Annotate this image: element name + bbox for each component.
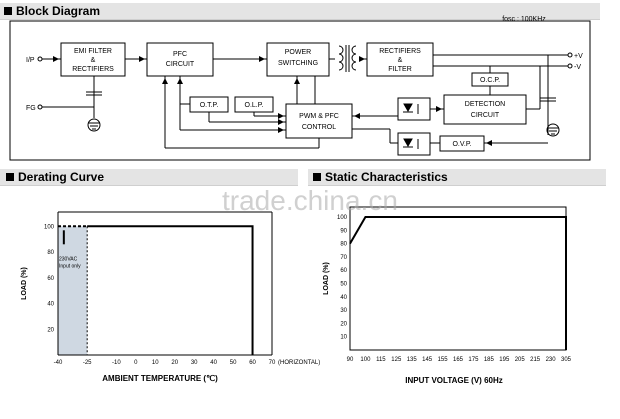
static-y-tick: 90 — [340, 228, 347, 234]
static-x-tick: 135 — [407, 357, 418, 363]
static-x-tick: 305 — [561, 357, 572, 363]
derating-x-label: AMBIENT TEMPERATURE (℃) — [102, 374, 218, 383]
emi-line1: EMI FILTER — [74, 48, 112, 55]
derating-y-tick: 60 — [47, 276, 54, 282]
static-x-tick: 230 — [546, 357, 557, 363]
detect-line2: CIRCUIT — [471, 112, 500, 119]
derating-curve — [87, 225, 254, 355]
static-x-tick: 185 — [484, 357, 495, 363]
static-bullet — [313, 173, 321, 181]
static-x-tick: 125 — [391, 357, 402, 363]
derating-x-tick: 30 — [191, 360, 198, 366]
derating-title: Derating Curve — [18, 170, 105, 184]
static-y-tick: 30 — [340, 308, 347, 314]
derating-header — [0, 169, 298, 186]
ocp-label: O.C.P. — [480, 77, 500, 84]
rect-line2: & — [398, 57, 403, 64]
derating-x-tick: 10 — [152, 360, 159, 366]
rect-line1: RECTIFIERS — [379, 48, 421, 55]
ip-label: I/P — [26, 57, 35, 64]
block-diagram-header — [0, 3, 600, 20]
derating-annotation-line2: Input only — [59, 263, 81, 269]
static-header — [308, 169, 606, 186]
emi-line2: & — [91, 57, 96, 64]
olp-label: O.L.P. — [245, 102, 264, 109]
pwm-line2: CONTROL — [302, 124, 336, 131]
static-y-tick: 100 — [337, 215, 348, 221]
pwm-line1: PWM & PFC — [299, 113, 339, 120]
detect-line1: DETECTION — [465, 101, 505, 108]
derating-x-tick: 70 — [269, 360, 276, 366]
static-y-tick: 20 — [340, 321, 347, 327]
static-x-tick: 165 — [453, 357, 464, 363]
static-x-tick: 90 — [347, 357, 354, 363]
vminus-label: -V — [574, 64, 581, 71]
derating-y-tick: 20 — [47, 327, 54, 333]
derating-x-tick: 0 — [134, 360, 138, 366]
derating-shaded-area — [58, 226, 88, 355]
derating-x-tick: 40 — [210, 360, 217, 366]
optocoupler-bottom — [397, 132, 431, 156]
derating-y-tick: 100 — [44, 224, 55, 230]
static-y-tick: 50 — [340, 282, 347, 288]
derating-x-tick: 20 — [171, 360, 178, 366]
static-y-tick: 70 — [340, 255, 347, 261]
pfc-line2: CIRCUIT — [166, 61, 195, 68]
derating-y-label: LOAD (%) — [21, 267, 28, 300]
derating-annotation-line1: 230VAC — [59, 256, 78, 262]
static-y-tick: 40 — [340, 295, 347, 301]
rect-line3: FILTER — [388, 66, 412, 73]
static-y-label: LOAD (%) — [323, 262, 330, 295]
static-y-tick: 10 — [340, 335, 347, 341]
static-x-tick: 155 — [438, 357, 449, 363]
derating-y-tick: 40 — [47, 302, 54, 308]
static-y-tick: 80 — [340, 242, 347, 248]
static-x-tick: 175 — [468, 357, 479, 363]
pfc-line1: PFC — [173, 51, 187, 58]
vplus-label: +V — [574, 53, 583, 60]
derating-bullet — [6, 173, 14, 181]
static-y-tick: 60 — [340, 268, 347, 274]
static-plot-frame — [349, 206, 567, 351]
static-x-tick: 195 — [499, 357, 510, 363]
static-x-label: INPUT VOLTAGE (V) 60Hz — [405, 376, 503, 385]
otp-label: O.T.P. — [200, 102, 219, 109]
static-title: Static Characteristics — [325, 170, 448, 184]
emi-line3: RECTIFIERS — [72, 66, 114, 73]
derating-x-tick: 60 — [249, 360, 256, 366]
static-x-tick: 100 — [360, 357, 371, 363]
diagram-frame — [9, 20, 591, 161]
fosc-label: fosc : 100KHz — [502, 16, 546, 23]
derating-x-tick: 50 — [230, 360, 237, 366]
derating-x-suffix: (HORIZONTAL) — [278, 360, 320, 366]
derating-x-tick: -10 — [112, 360, 121, 366]
static-curve — [349, 216, 567, 350]
fg-label: FG — [26, 105, 36, 112]
power-line2: SWITCHING — [278, 60, 318, 67]
watermark: trade.china.cn — [222, 185, 398, 216]
ovp-label: O.V.P. — [452, 141, 471, 148]
power-line1: POWER — [285, 49, 311, 56]
derating-x-tick: -25 — [83, 360, 92, 366]
derating-y-tick: 80 — [47, 250, 54, 256]
static-x-tick: 215 — [530, 357, 541, 363]
derating-x-tick: -40 — [54, 360, 63, 366]
block-diagram-title: Block Diagram — [16, 4, 101, 18]
static-x-tick: 115 — [376, 357, 386, 363]
static-x-tick: 145 — [422, 357, 433, 363]
static-x-tick: 205 — [515, 357, 526, 363]
block-diagram-bullet — [4, 7, 12, 15]
